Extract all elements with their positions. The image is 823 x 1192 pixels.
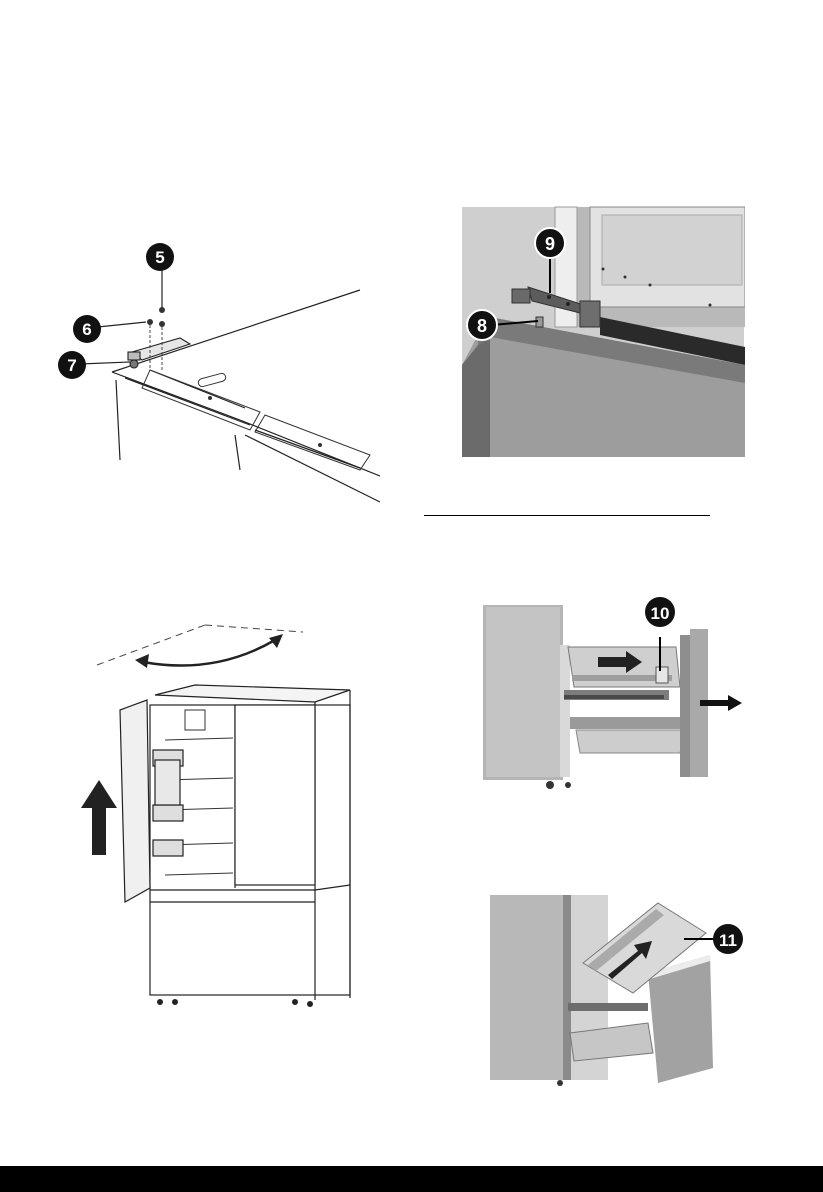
callout-11: 11 bbox=[713, 924, 743, 954]
svg-text:6: 6 bbox=[82, 320, 91, 339]
section-divider bbox=[424, 515, 710, 516]
callout-6: 6 bbox=[73, 315, 101, 343]
cabinet-side bbox=[483, 605, 571, 789]
callout-8: 8 bbox=[467, 310, 497, 340]
callout-7: 7 bbox=[58, 351, 86, 379]
svg-text:5: 5 bbox=[155, 248, 164, 267]
drawer-rails bbox=[564, 690, 680, 729]
door-swing-path bbox=[97, 625, 303, 665]
callout-10: 10 bbox=[645, 597, 675, 627]
svg-text:10: 10 bbox=[651, 604, 670, 623]
svg-text:9: 9 bbox=[545, 234, 555, 254]
retaining-clip bbox=[656, 667, 668, 683]
callout-5: 5 bbox=[146, 243, 174, 271]
hinge-slot bbox=[197, 373, 226, 388]
figure-lift-door-off bbox=[75, 620, 360, 1020]
figure-drawer-lift-out: 11 bbox=[488, 893, 753, 1088]
door-top-panels bbox=[142, 370, 370, 470]
curved-double-arrow-icon bbox=[135, 634, 283, 668]
figure-drawer-pull-out: 10 bbox=[480, 595, 745, 795]
svg-text:7: 7 bbox=[67, 356, 76, 375]
svg-text:11: 11 bbox=[719, 931, 737, 950]
callout-9: 9 bbox=[535, 228, 565, 258]
lower-drawer-basket bbox=[576, 730, 685, 753]
figure-top-hinge-removal: 5 6 7 bbox=[50, 240, 380, 510]
drawer-front bbox=[648, 955, 713, 1083]
feet bbox=[157, 999, 313, 1007]
figure-middle-hinge-photo: 9 8 bbox=[420, 205, 745, 460]
arrow-up-icon bbox=[81, 780, 117, 855]
hinge-bracket bbox=[128, 338, 190, 368]
svg-text:8: 8 bbox=[477, 316, 487, 336]
hinge-screws bbox=[147, 307, 165, 370]
page-footer-bar bbox=[0, 1166, 823, 1192]
